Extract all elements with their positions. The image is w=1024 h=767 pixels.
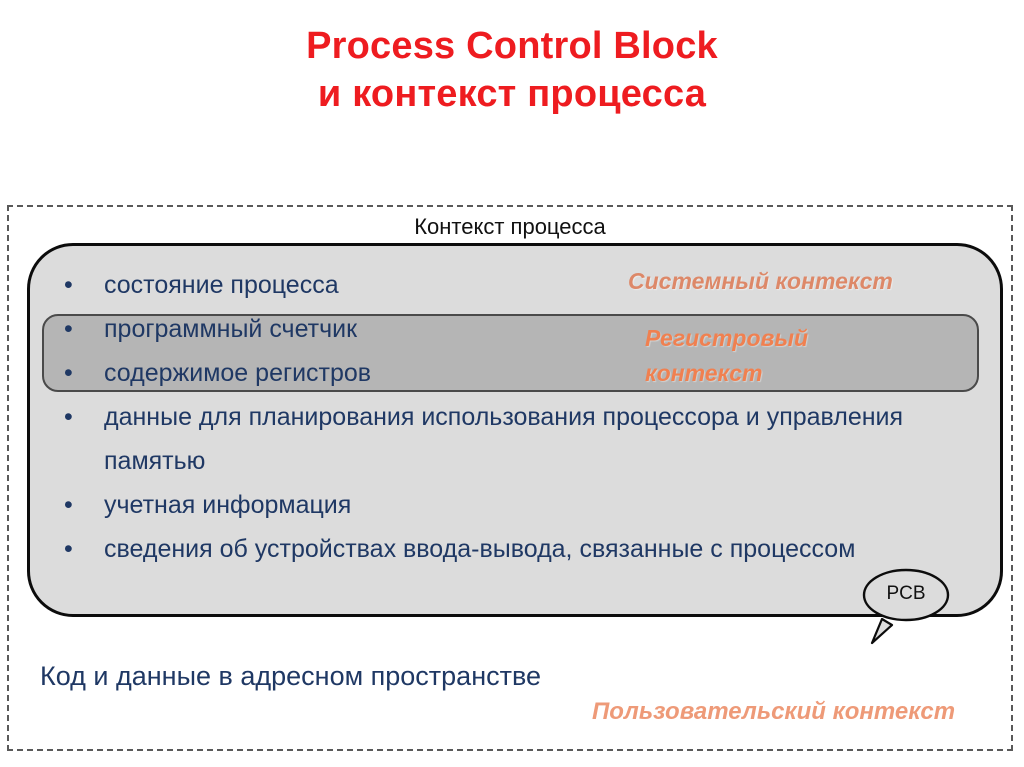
register-context-label: Регистровый контекст — [645, 321, 905, 391]
list-item: содержимое регистров — [58, 351, 958, 395]
register-context-label-line-2: контекст — [645, 360, 763, 386]
pcb-contents-list: состояние процесса программный счетчик с… — [58, 263, 958, 571]
slide-title: Process Control Block и контекст процесс… — [0, 22, 1024, 118]
list-item: состояние процесса — [58, 263, 958, 307]
pcb-callout: PCB — [862, 567, 974, 647]
code-and-data-text: Код и данные в адресном пространстве — [40, 661, 542, 691]
list-item: учетная информация — [58, 483, 958, 527]
process-context-frame — [7, 205, 1013, 751]
user-context-label: Пользовательский контекст — [592, 698, 956, 725]
register-context-label-line-1: Регистровый — [645, 325, 809, 351]
process-context-caption: Контекст процесса — [414, 214, 606, 239]
list-item: сведения об устройствах ввода-вывода, св… — [58, 527, 958, 571]
pcb-callout-shape — [862, 568, 950, 645]
list-item: данные для планирования использования пр… — [58, 395, 958, 483]
title-line-2: и контекст процесса — [317, 73, 707, 115]
title-line-1: Process Control Block — [306, 25, 718, 67]
system-context-label: Системный контекст — [628, 268, 893, 294]
list-item: программный счетчик — [58, 307, 958, 351]
